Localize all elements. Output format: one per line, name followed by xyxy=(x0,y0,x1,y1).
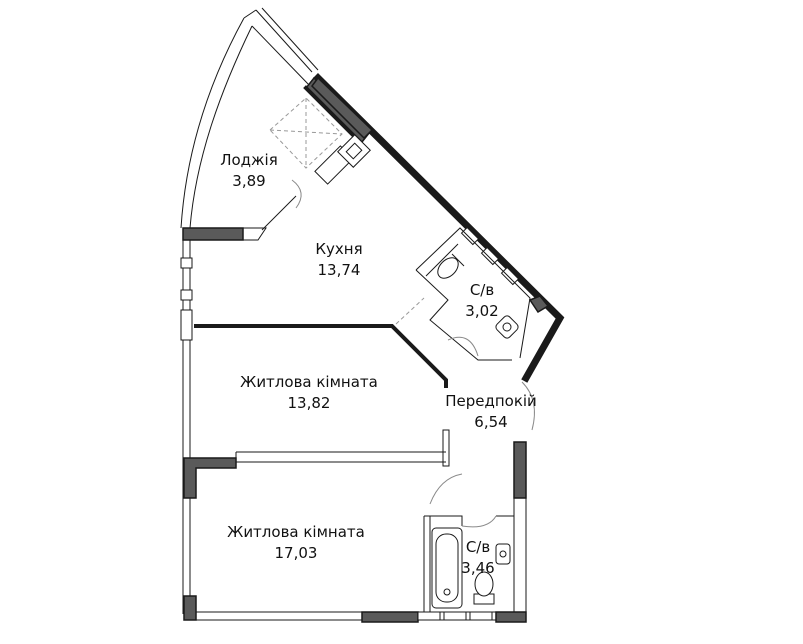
room-area: 13,74 xyxy=(318,261,361,279)
loggia-glazing xyxy=(180,7,319,229)
kitchen-living-partition xyxy=(194,324,448,388)
room-kitchen: Кухня 13,74 xyxy=(315,240,362,279)
bottom-left-hatch xyxy=(183,595,197,621)
living-partition-hatch xyxy=(183,457,237,499)
vent-shaft xyxy=(337,134,371,168)
bottom-right-hatch xyxy=(495,611,527,623)
bottom-exterior-wall xyxy=(184,611,526,621)
bottom-windows xyxy=(417,611,493,621)
kitchen-windows xyxy=(460,226,550,314)
room-hallway: Передпокій 6,54 xyxy=(445,392,537,431)
room-name: С/в xyxy=(466,538,490,556)
room-area: 17,03 xyxy=(275,544,318,562)
room-area: 13,82 xyxy=(288,394,331,412)
wc2-toilet xyxy=(473,571,495,605)
room-living1: Житлова кімната 13,82 xyxy=(240,373,378,412)
room-name: Житлова кімната xyxy=(227,523,365,541)
right-wall-hatch xyxy=(513,441,527,499)
living2-door xyxy=(429,473,463,505)
bottom-mid-hatch xyxy=(361,611,419,623)
room-name: Передпокій xyxy=(445,392,537,410)
room-area: 3,46 xyxy=(461,559,494,577)
loggia-sill-edge xyxy=(243,227,267,241)
kitchen-wc-dashed xyxy=(395,297,425,325)
loggia-ceiling-lines xyxy=(269,97,343,169)
wc2-bathtub xyxy=(431,527,463,609)
wc2-walls xyxy=(423,515,514,612)
room-name: Житлова кімната xyxy=(240,373,378,391)
room-name: Лоджія xyxy=(220,151,278,169)
room-living2: Житлова кімната 17,03 xyxy=(227,523,365,562)
room-name: Кухня xyxy=(315,240,362,258)
wc1-sink xyxy=(495,315,519,339)
hallway-walls xyxy=(442,381,535,467)
room-wc2: С/в 3,46 xyxy=(461,538,494,577)
living-partition xyxy=(235,451,446,468)
room-name: С/в xyxy=(470,281,494,299)
loggia-inner-wall xyxy=(303,85,361,143)
room-wc1: С/в 3,02 xyxy=(465,281,498,320)
wc1-door xyxy=(447,336,479,357)
wc2-door xyxy=(461,515,497,528)
room-area: 3,02 xyxy=(465,302,498,320)
wc1-toilet xyxy=(437,253,465,279)
room-loggia: Лоджія 3,89 xyxy=(220,151,278,190)
diagonal-wall-hatch xyxy=(311,76,374,140)
room-area: 3,89 xyxy=(232,172,265,190)
wc1-walls xyxy=(415,227,531,361)
left-wall-ticks xyxy=(180,257,193,341)
wc2-sink xyxy=(495,543,511,565)
exterior-diagonal-wall xyxy=(313,73,565,383)
room-area: 6,54 xyxy=(474,413,507,431)
loggia-sill xyxy=(182,227,244,241)
